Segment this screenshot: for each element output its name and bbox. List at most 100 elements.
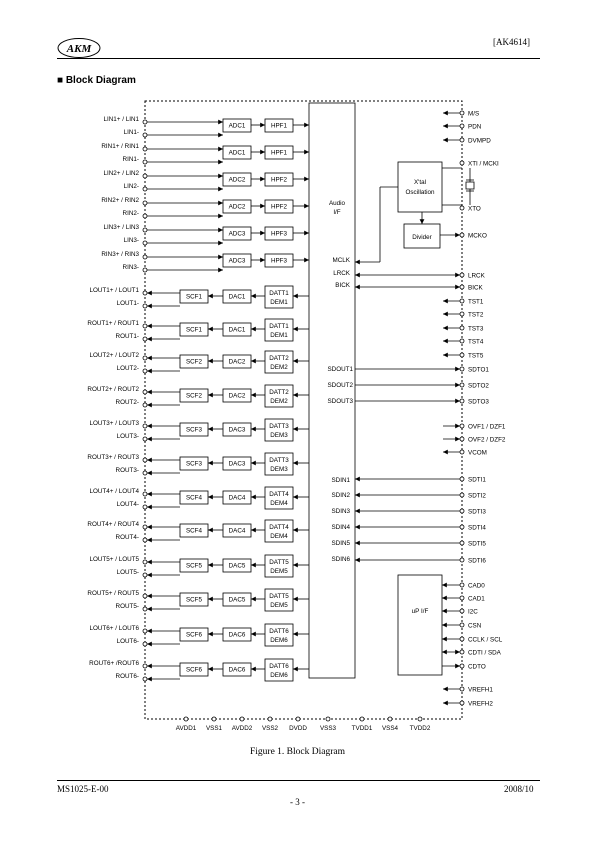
right-pin-xti-mcki [459, 160, 465, 166]
right-pin-tst1 [459, 298, 465, 304]
right-pin-label: CDTI / SDA [468, 650, 502, 657]
right-pin-mcko [459, 232, 465, 238]
dac-output-neg-label: LOUT5- [117, 569, 139, 576]
right-pin-label: CDTO [468, 664, 486, 671]
dem-label: DEM6 [270, 672, 288, 679]
right-pin-dvmpd [459, 137, 465, 143]
adc-input-neg-pin [142, 267, 148, 273]
hpf-block [264, 253, 294, 268]
scf-label: SCF1 [186, 327, 203, 334]
right-pin-tst5 [459, 352, 465, 358]
right-pin-label: TST1 [468, 299, 484, 306]
right-pin-tst3 [459, 325, 465, 331]
adc-block [222, 118, 252, 133]
xtal-oscillation-block [397, 161, 443, 213]
audio-if-block [308, 102, 356, 679]
right-pin-label: XTO [468, 206, 481, 213]
up-if-label: uP I/F [412, 608, 429, 615]
scf-block [179, 558, 209, 573]
right-pin-label: SDTO1 [468, 367, 489, 374]
dac-output-neg-label: ROUT6- [116, 673, 139, 680]
hpf-block [264, 199, 294, 214]
scf-label: SCF4 [186, 495, 203, 502]
right-pin-vcom [459, 449, 465, 455]
dem-label: DEM2 [270, 364, 288, 371]
header-rule [57, 58, 540, 59]
right-pin-label: LRCK [468, 273, 486, 280]
dem-label: DEM6 [270, 637, 288, 644]
dac-output-pos-label: ROUT4+ / ROUT4 [87, 521, 139, 528]
dac-output-pos-label: LOUT5+ / LOUT5 [89, 556, 139, 563]
right-pin-label: XTI / MCKI [468, 161, 499, 168]
right-pin-sdti4 [459, 524, 465, 530]
power-pin-label: TVDD1 [352, 725, 373, 732]
adc-input-pos-pin [142, 200, 148, 206]
hpf-block [264, 118, 294, 133]
dac-block [222, 523, 252, 538]
dac-output-neg-label: LOUT1- [117, 300, 139, 307]
dem-label: DEM2 [270, 398, 288, 405]
scf-block [179, 490, 209, 505]
audio-if-title-2: I/F [333, 209, 340, 216]
adc-block [222, 145, 252, 160]
sdin-label: SDIN2 [331, 492, 350, 499]
dem-label: DEM4 [270, 533, 288, 540]
power-pin [239, 716, 245, 722]
right-pin-label: CAD0 [468, 583, 485, 590]
dac-output-pos-pin [142, 355, 148, 361]
dac-output-pos-label: LOUT1+ / LOUT1 [89, 287, 139, 294]
adc-input-neg-pin [142, 159, 148, 165]
dac-label: DAC2 [229, 359, 246, 366]
sdin-label: SDIN3 [331, 508, 350, 515]
adc-label: ADC1 [229, 150, 246, 157]
adc-label: ADC1 [229, 123, 246, 130]
footer-date: 2008/10 [504, 784, 534, 794]
dac-label: DAC4 [229, 528, 246, 535]
dac-output-pos-pin [142, 628, 148, 634]
sdout-label: SDOUT1 [327, 366, 353, 373]
dac-output-neg-pin [142, 606, 148, 612]
dac-output-neg-label: ROUT3- [116, 467, 139, 474]
dac-block [222, 422, 252, 437]
scf-block [179, 523, 209, 538]
right-pin-label: VREFH1 [468, 687, 493, 694]
right-pin-label: SDTO3 [468, 399, 489, 406]
power-pin-label: VSS3 [320, 725, 337, 732]
doc-number: MS1025-E-00 [57, 784, 109, 794]
dac-label: DAC4 [229, 495, 246, 502]
right-pin-i2c [459, 608, 465, 614]
right-pin-sdti2 [459, 492, 465, 498]
power-pin-label: AVDD2 [232, 725, 253, 732]
power-pin [325, 716, 331, 722]
hpf-label: HPF3 [271, 258, 288, 265]
adc-input-pos-pin [142, 146, 148, 152]
power-pin-label: TVDD2 [410, 725, 431, 732]
dac-block [222, 289, 252, 304]
right-pin-cad1 [459, 595, 465, 601]
dac-block [222, 627, 252, 642]
right-pin-cdto [459, 663, 465, 669]
dac-output-pos-pin [142, 524, 148, 530]
datt-dem-block [264, 519, 294, 543]
dac-output-neg-label: LOUT2- [117, 365, 139, 372]
scf-block [179, 662, 209, 677]
right-pin-label: SDTI5 [468, 541, 486, 548]
scf-block [179, 456, 209, 471]
adc-block [222, 172, 252, 187]
dac-output-neg-pin [142, 537, 148, 543]
scf-label: SCF6 [186, 667, 203, 674]
right-pin-label: TST4 [468, 339, 484, 346]
sdin-label: SDIN4 [331, 524, 350, 531]
figure-caption: Figure 1. Block Diagram [250, 747, 345, 757]
up-if-block [397, 574, 443, 676]
adc-input-neg-label: LIN3- [124, 237, 139, 244]
adc-input-neg-pin [142, 240, 148, 246]
logo-text: AKM [66, 43, 93, 55]
datt-dem-block [264, 486, 294, 510]
right-pin-label: BICK [468, 285, 483, 292]
dac-label: DAC6 [229, 667, 246, 674]
power-pin-label: VSS2 [262, 725, 279, 732]
dem-label: DEM5 [270, 568, 288, 575]
